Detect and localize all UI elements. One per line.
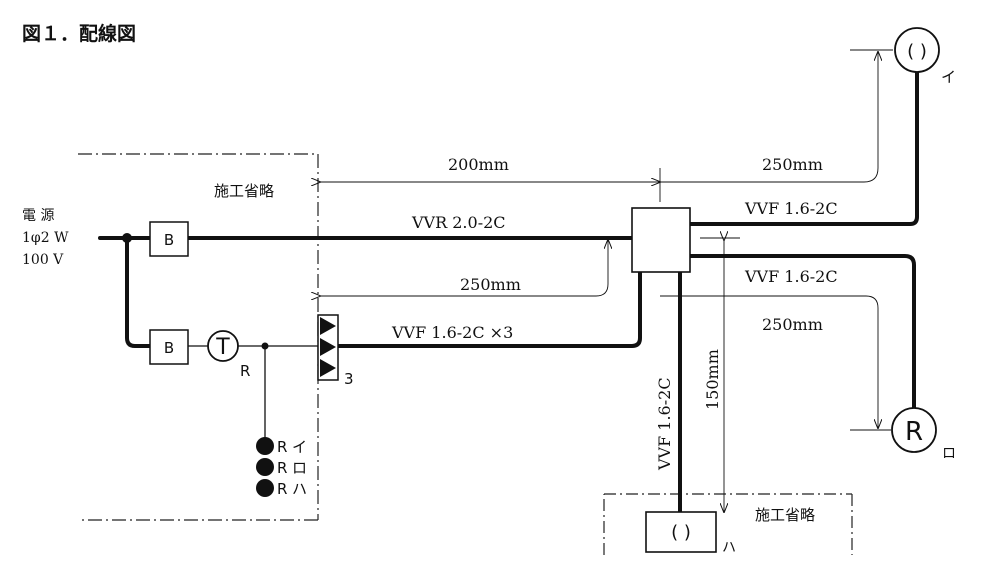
fixture-ro-label: ロ	[942, 446, 956, 462]
junction-dot-indicator	[261, 342, 269, 350]
dim-box-to-ro: 250mm	[762, 315, 823, 334]
omit-area-bottom	[603, 493, 853, 555]
fixture-ha-symbol: ( )	[671, 522, 691, 543]
thick-wiring	[98, 70, 919, 514]
source-line-2: 1φ2 W	[22, 230, 69, 246]
source-line-3: 100 V	[22, 252, 64, 268]
breaker-lower: B	[149, 329, 189, 365]
indicator-kana: ハ	[292, 480, 307, 498]
indicator-lamps: R イ R ロ R ハ	[256, 437, 307, 498]
fixture-i: ( ) イ	[894, 27, 956, 86]
indicator-dot	[256, 458, 274, 476]
dim-250-sw-line	[320, 240, 608, 296]
indicator-letter: R	[277, 459, 287, 477]
cable-switch-label: VVF 1.6-2C ×3	[391, 323, 513, 342]
timer-switch-symbol: T	[215, 335, 230, 360]
fixture-i-symbol: ( )	[907, 41, 927, 62]
cable-main-label: VVR 2.0-2C	[411, 213, 506, 232]
dim-switch-to-box: 250mm	[460, 275, 521, 294]
diagram-title: 図１．配線図	[22, 22, 136, 45]
junction-box	[631, 207, 691, 273]
indicator-letter: R	[277, 438, 287, 456]
omit-label-bottom: 施工省略	[755, 506, 815, 524]
indicator-kana: イ	[292, 438, 307, 456]
dim-250-ro-line	[660, 295, 878, 428]
indicator-kana: ロ	[292, 459, 307, 477]
switch-group: 3	[317, 314, 354, 388]
indicator-dot	[256, 479, 274, 497]
cable-i-label: VVF 1.6-2C	[744, 199, 838, 218]
dim-panel-to-box: 200mm	[448, 155, 509, 174]
breaker-upper-label: B	[164, 231, 174, 249]
fixture-ro: R ロ	[891, 407, 956, 462]
omit-area-left	[78, 153, 319, 521]
breaker-lower-label: B	[164, 339, 174, 357]
branch-wire	[125, 236, 152, 348]
switch-group-count: 3	[344, 370, 354, 388]
indicator-letter: R	[277, 480, 287, 498]
timer-switch-sub: R	[240, 362, 250, 380]
breaker-upper: B	[149, 221, 189, 257]
source-line-1: 電 源	[22, 208, 54, 224]
cable-ro-label: VVF 1.6-2C	[744, 267, 838, 286]
timer-switch: T R	[207, 330, 250, 380]
omit-label-left: 施工省略	[214, 182, 274, 200]
junction-dot-source	[122, 233, 132, 243]
dim-box-to-ha: 150mm	[703, 349, 722, 410]
cable-to-i	[688, 70, 919, 226]
fixture-i-label: イ	[941, 68, 956, 86]
fixture-ro-symbol: R	[905, 417, 923, 447]
cable-to-ro	[688, 254, 916, 410]
fixture-ha: ( ) ハ	[645, 511, 736, 556]
indicator-dot	[256, 437, 274, 455]
switch-cable	[336, 270, 642, 348]
dim-box-to-i: 250mm	[762, 155, 823, 174]
power-source-label: 電 源 1φ2 W 100 V	[22, 208, 69, 268]
dimension-lines	[320, 49, 893, 512]
cable-ha-label: VVF 1.6-2C	[655, 377, 674, 471]
thin-wiring	[188, 345, 318, 446]
fixture-ha-label: ハ	[722, 540, 736, 556]
dim-250-i-line	[660, 52, 878, 183]
